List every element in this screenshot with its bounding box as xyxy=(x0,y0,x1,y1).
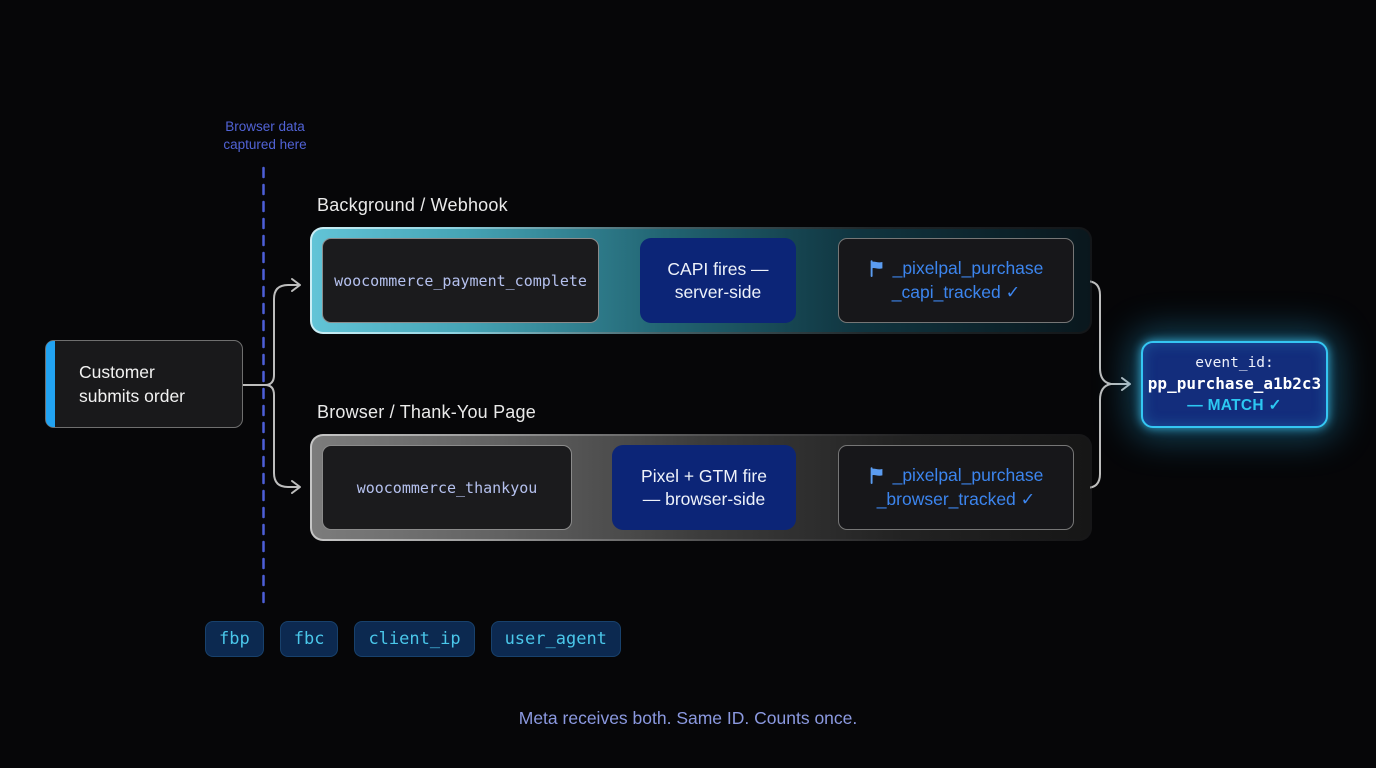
lane2-flag-line1: _pixelpal_purchase xyxy=(892,465,1044,485)
lane2-action-line2: — browser-side xyxy=(642,488,766,509)
lane2-container: woocommerce_thankyou Pixel + GTM fire — … xyxy=(310,434,1092,541)
lane2-trigger-node: woocommerce_thankyou xyxy=(322,445,572,530)
event-id-value: pp_purchase_a1b2c3 xyxy=(1147,374,1322,393)
captured-data-tags: fbp fbc client_ip user_agent xyxy=(205,621,621,657)
connector-branch-down-arrowhead xyxy=(291,480,301,494)
lane2-flag-line2: _browser_tracked ✓ xyxy=(876,488,1036,509)
customer-order-label: Customer submits order xyxy=(46,360,185,408)
connector-merge-arrowhead xyxy=(1121,377,1131,391)
customer-order-node: Customer submits order xyxy=(45,340,243,428)
lane2-action-line1: Pixel + GTM fire xyxy=(641,465,767,486)
connector-branch-up xyxy=(264,284,299,386)
lane1-trigger-node: woocommerce_payment_complete xyxy=(322,238,599,323)
lane1-flag-node: _pixelpal_purchase _capi_tracked ✓ xyxy=(838,238,1074,323)
dedup-caption: Meta receives both. Same ID. Counts once… xyxy=(518,708,858,728)
capture-annotation-line2: captured here xyxy=(223,136,307,152)
event-id-label: event_id: xyxy=(1195,355,1274,371)
lane1-container: woocommerce_payment_complete CAPI fires … xyxy=(310,227,1092,334)
event-match-status: — MATCH ✓ xyxy=(1187,397,1282,414)
lane2-action-node: Pixel + GTM fire — browser-side xyxy=(612,445,796,530)
lane2-fill: woocommerce_thankyou Pixel + GTM fire — … xyxy=(312,436,1090,539)
tag-fbp: fbp xyxy=(205,621,264,657)
lane1-action-line2: server-side xyxy=(674,281,762,302)
tag-user-agent: user_agent xyxy=(490,621,621,657)
lane2-trigger-label: woocommerce_thankyou xyxy=(356,478,538,497)
connector-branch-up-arrowhead xyxy=(291,278,301,292)
lane1-title: Background / Webhook xyxy=(317,195,508,215)
event-id-match-node: event_id: pp_purchase_a1b2c3 — MATCH ✓ xyxy=(1141,341,1328,428)
lane1-fill: woocommerce_payment_complete CAPI fires … xyxy=(312,229,1090,332)
lane2-title: Browser / Thank-You Page xyxy=(317,402,536,422)
connector-branch-down xyxy=(264,384,299,488)
lane1-trigger-label: woocommerce_payment_complete xyxy=(334,271,587,290)
customer-accent-bar xyxy=(46,341,55,427)
lane1-action-line1: CAPI fires — xyxy=(667,258,769,279)
capture-annotation-line1: Browser data xyxy=(225,119,305,134)
lane2-flag-node: _pixelpal_purchase _browser_tracked ✓ xyxy=(838,445,1074,530)
lane1-flag-line1: _pixelpal_purchase xyxy=(892,258,1044,278)
tag-client-ip: client_ip xyxy=(354,621,475,657)
flag-icon xyxy=(870,260,882,278)
lane1-action-node: CAPI fires — server-side xyxy=(640,238,796,323)
lane1-flag-line2: _capi_tracked ✓ xyxy=(891,281,1021,302)
customer-order-line1: Customer xyxy=(79,362,155,382)
customer-order-line2: submits order xyxy=(79,386,186,406)
capture-annotation: Browser data captured here xyxy=(196,118,334,153)
flag-icon xyxy=(870,467,882,485)
tag-fbc: fbc xyxy=(279,621,339,657)
